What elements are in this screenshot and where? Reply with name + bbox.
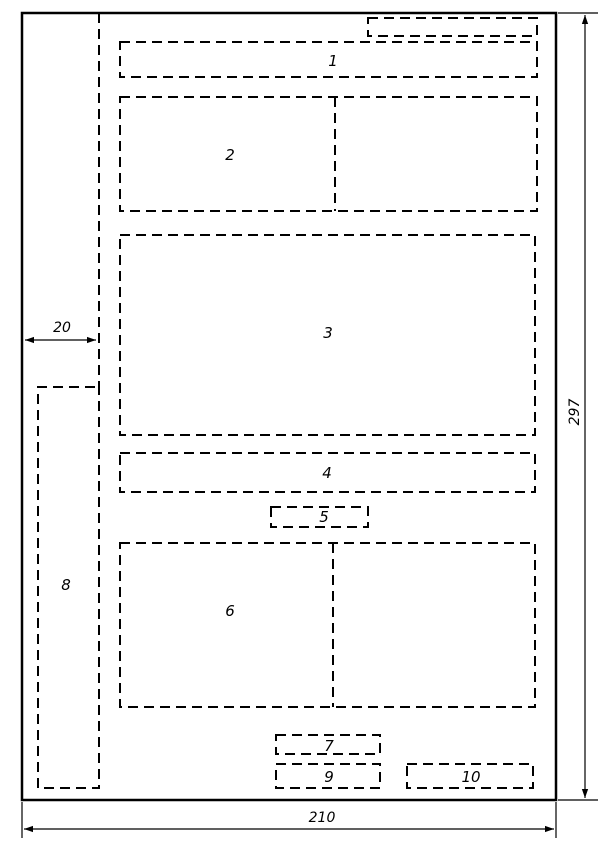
region-9-label: 9	[324, 768, 334, 786]
region-1-label: 1	[328, 52, 338, 70]
region-4	[119, 452, 536, 493]
region-2	[119, 96, 538, 212]
region-2-label: 2	[225, 146, 235, 164]
margin-dimension-label: 20	[53, 320, 71, 336]
region-10	[406, 763, 534, 789]
region-4-label: 4	[322, 464, 332, 482]
sheet-border	[20, 11, 558, 802]
region-8	[37, 385, 100, 789]
width-dimension-label: 210	[309, 810, 336, 826]
region-7	[275, 734, 381, 755]
height-dimension-label: 297	[567, 399, 583, 426]
region-5-label: 5	[319, 508, 329, 526]
dashed-regions	[37, 13, 538, 789]
region-6-label: 6	[225, 602, 235, 620]
region-3	[119, 234, 536, 436]
region-9	[275, 763, 381, 789]
region-10-label: 10	[461, 768, 480, 786]
region-8-label: 8	[61, 576, 71, 594]
region-1	[119, 41, 538, 78]
region-5	[270, 506, 369, 528]
region-7-label: 7	[324, 737, 334, 755]
region-3-label: 3	[323, 324, 333, 342]
top-right-block	[367, 17, 538, 37]
region-6	[119, 542, 536, 708]
